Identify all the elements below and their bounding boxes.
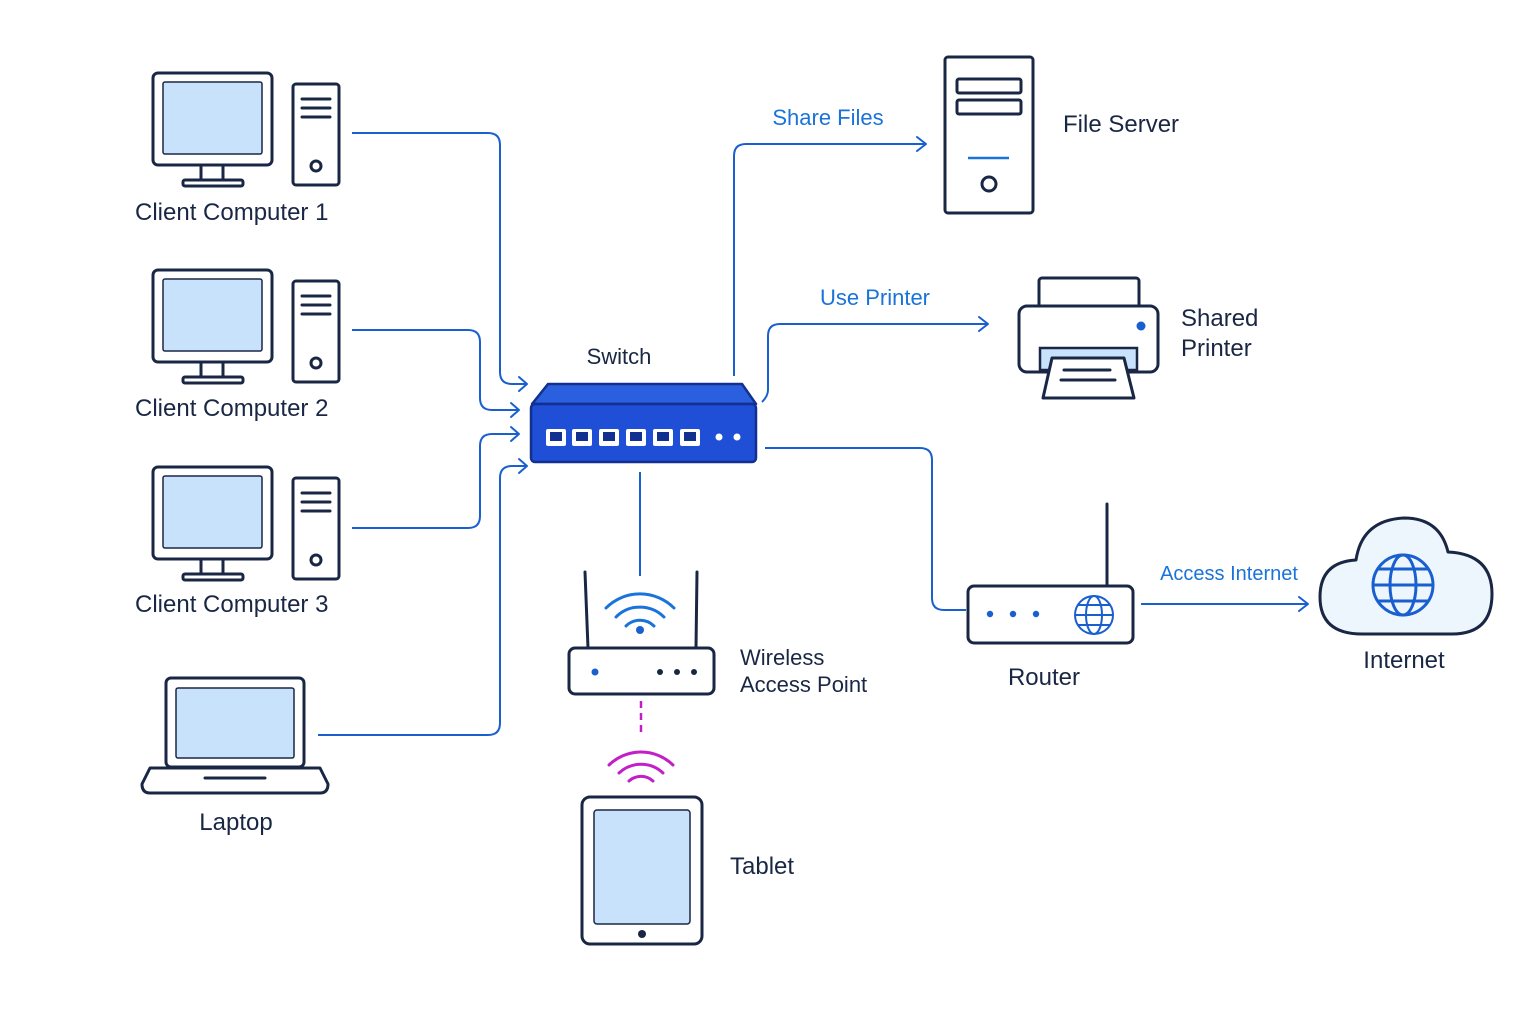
- globe-icon: [1074, 595, 1114, 635]
- link-client1-switch: [352, 132, 526, 385]
- wireless-access-point: Wireless Access Point: [567, 570, 867, 697]
- connections: [318, 132, 1309, 736]
- switch: Switch: [529, 344, 758, 464]
- printer-label-line2: Printer: [1181, 335, 1252, 362]
- client-computer-2-label: Client Computer 2: [135, 395, 328, 422]
- arrowhead-internet: [1298, 596, 1309, 612]
- file-server-label: File Server: [1063, 111, 1179, 138]
- arrowhead-client1: [518, 376, 528, 392]
- printer-icon: [1017, 276, 1160, 400]
- link-laptop-switch: [318, 465, 526, 736]
- tablet: Tablet: [580, 750, 794, 946]
- link-switch-printer: [761, 323, 987, 403]
- router-icon: [966, 502, 1135, 645]
- arrowhead-client2: [510, 402, 520, 418]
- link-switch-router: [765, 447, 966, 611]
- shared-printer: Use Printer Shared Printer: [820, 276, 1258, 400]
- desktop-computer-icon: [151, 71, 341, 188]
- globe-icon: [1371, 553, 1435, 617]
- wap-label-line2: Access Point: [740, 672, 867, 697]
- tablet-icon: [580, 795, 704, 946]
- share-files-label: Share Files: [772, 105, 883, 130]
- router-label: Router: [1008, 664, 1080, 691]
- router: Router: [966, 502, 1135, 691]
- client-computer-1: Client Computer 1: [135, 71, 341, 226]
- wap-label-line1: Wireless: [740, 645, 824, 670]
- client-computer-1-label: Client Computer 1: [135, 199, 328, 226]
- tablet-label: Tablet: [730, 853, 794, 880]
- printer-label-line1: Shared: [1181, 305, 1258, 332]
- client-computer-3: Client Computer 3: [135, 465, 341, 618]
- laptop-icon: [140, 676, 330, 795]
- laptop: Laptop: [140, 676, 330, 836]
- desktop-computer-icon: [151, 268, 341, 385]
- desktop-computer-icon: [151, 465, 341, 582]
- client-computer-3-label: Client Computer 3: [135, 591, 328, 618]
- internet: Access Internet Internet: [1160, 516, 1494, 674]
- link-switch-fileserver: [733, 143, 925, 376]
- arrowhead-laptop: [518, 458, 528, 474]
- file-server-icon: [943, 55, 1035, 215]
- arrowhead-printer: [978, 316, 989, 332]
- cloud-globe-icon: [1318, 516, 1494, 636]
- use-printer-label: Use Printer: [820, 285, 930, 310]
- wifi-signal-icon: [604, 592, 676, 628]
- file-server: Share Files File Server: [772, 55, 1179, 215]
- switch-label: Switch: [587, 344, 652, 369]
- arrowhead-fileserver: [916, 136, 927, 152]
- link-client3-switch: [352, 433, 518, 529]
- wireless-access-point-icon: [567, 570, 716, 696]
- arrowhead-client3: [510, 426, 520, 442]
- network-switch-icon: [529, 382, 758, 464]
- link-client2-switch: [352, 329, 518, 411]
- internet-label: Internet: [1363, 647, 1445, 674]
- wifi-signal-icon: [607, 750, 675, 783]
- client-computer-2: Client Computer 2: [135, 268, 341, 422]
- access-internet-label: Access Internet: [1160, 563, 1298, 585]
- laptop-label: Laptop: [199, 809, 272, 836]
